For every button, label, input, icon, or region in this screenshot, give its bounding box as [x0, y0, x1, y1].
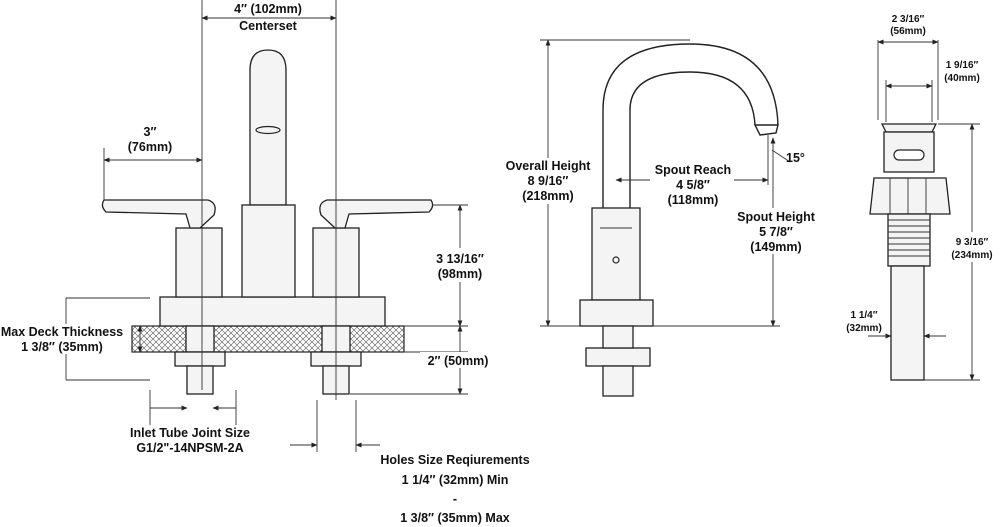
- centerset-value: 4″ (102mm): [234, 2, 302, 16]
- holes-label: Holes Size Reqiurements: [380, 453, 529, 467]
- spout-reach-mm: (118mm): [668, 193, 719, 207]
- holes-min: 1 1/4″ (32mm) Min: [402, 473, 509, 487]
- side-nut: [585, 347, 651, 367]
- holes-separator: -: [453, 492, 457, 506]
- holes-max: 1 3/8″ (35mm) Max: [400, 511, 510, 525]
- spout-height-mm: (149mm): [750, 240, 801, 254]
- handle-reach-mm: (76mm): [128, 140, 172, 154]
- overall-height-value: 8 9/16″: [528, 174, 569, 188]
- inlet-label: Inlet Tube Joint Size: [130, 426, 250, 440]
- overall-height-label: Overall Height: [506, 159, 592, 173]
- deck-slab: [131, 325, 405, 353]
- drain-tube-value: 1 1/4″: [850, 310, 877, 321]
- drain-height-value: 9 3/16″: [956, 237, 989, 248]
- left-nut: [174, 351, 226, 367]
- base-plate: [159, 296, 386, 327]
- drain-tube-mm: (32mm): [846, 323, 882, 334]
- drain-thread: [887, 213, 931, 267]
- side-tube: [602, 365, 634, 397]
- drain-tail: [890, 265, 925, 381]
- drain-view: 2 3/16″ (56mm) 1 9/16″ (40mm) 9 3/16″ (2…: [846, 14, 1000, 381]
- side-body: [591, 207, 641, 301]
- drain-cap-value: 1 9/16″: [946, 60, 979, 71]
- spout-tube: [249, 49, 287, 206]
- spout-reach-value: 4 5/8″: [676, 178, 710, 192]
- drain-cap-mm: (40mm): [944, 73, 980, 84]
- deck-label: Max Deck Thickness: [1, 325, 123, 339]
- body-height-mm: (98mm): [438, 267, 482, 281]
- angle-label: 15°: [786, 151, 805, 165]
- side-base: [579, 299, 654, 327]
- front-view: 4″ (102mm) Centerset 3″ (76mm) 3 13/16″ …: [0, 0, 530, 525]
- drain-cap: [880, 123, 938, 133]
- drain-width-value: 2 3/16″: [892, 14, 925, 25]
- drain-slot: [893, 149, 925, 161]
- side-body-button: [612, 256, 620, 264]
- shank-length: 2″ (50mm): [428, 354, 489, 368]
- drain-width-mm: (56mm): [890, 26, 926, 37]
- side-view: Overall Height 8 9/16″ (218mm) Spout Rea…: [500, 39, 818, 397]
- overall-height-mm: (218mm): [522, 189, 573, 203]
- left-shank: [185, 325, 215, 353]
- spout-reach-label: Spout Reach: [655, 163, 731, 177]
- left-lever: [101, 199, 216, 229]
- centerset-label: Centerset: [239, 19, 297, 33]
- body-height-value: 3 13/16″: [436, 252, 484, 266]
- left-tube: [186, 365, 214, 395]
- inlet-value: G1/2"-14NPSM-2A: [136, 441, 243, 455]
- spout-height-value: 5 7/8″: [759, 225, 793, 239]
- aerator: [255, 125, 281, 135]
- gooseneck-spout: [602, 43, 779, 208]
- spout-height-label: Spout Height: [737, 210, 816, 224]
- drain-height-mm: (234mm): [951, 250, 992, 261]
- handle-reach-value: 3″: [144, 125, 157, 139]
- left-handle-body: [175, 227, 223, 298]
- drain-nut: [869, 177, 951, 215]
- deck-value: 1 3/8″ (35mm): [21, 340, 103, 354]
- center-column: [241, 204, 296, 298]
- right-lever: [319, 199, 434, 229]
- side-shank: [602, 325, 634, 349]
- thread-lines: [888, 219, 930, 257]
